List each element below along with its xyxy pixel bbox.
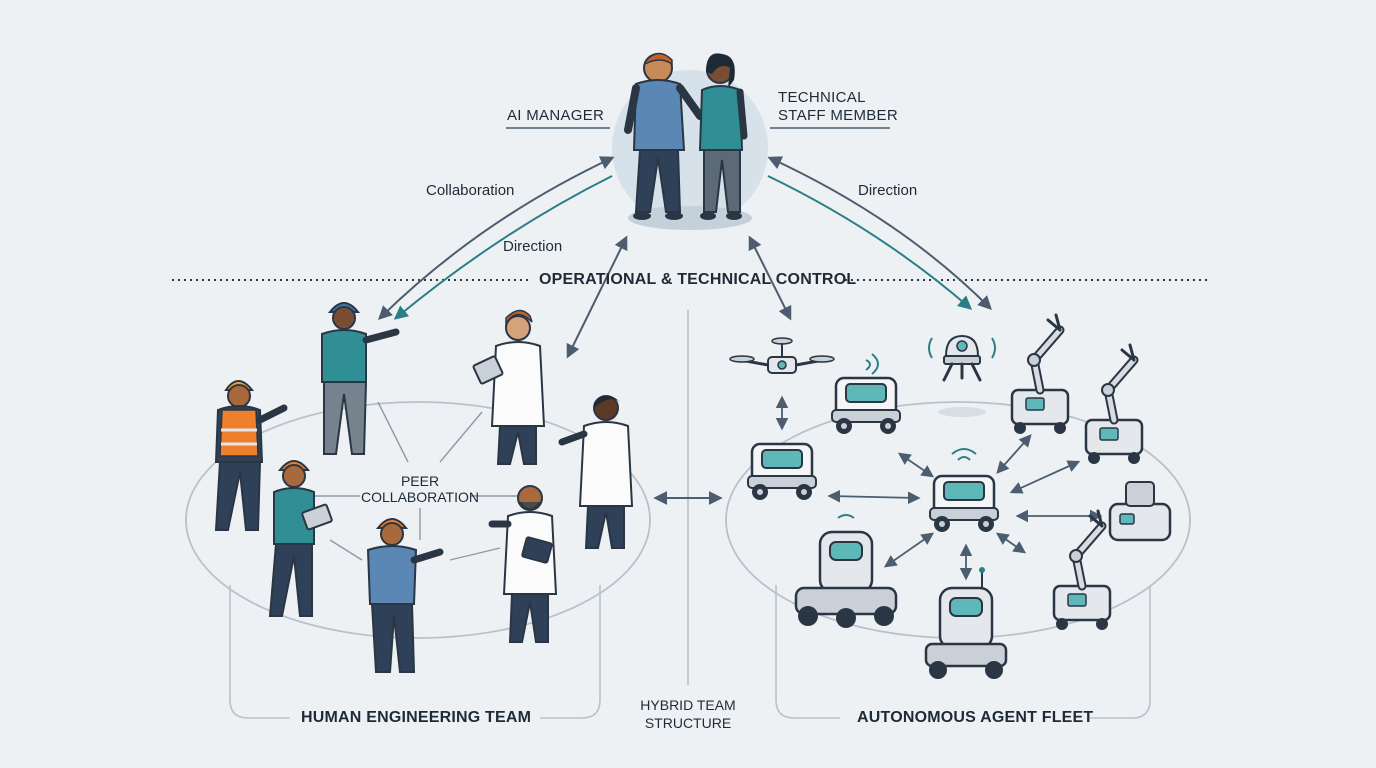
engineer-safety-vest-figure bbox=[214, 380, 288, 531]
engineer-teal-shirt-figure bbox=[321, 302, 400, 455]
tall-robot-bottom-icon bbox=[924, 567, 1008, 679]
control-band-title: OPERATIONAL & TECHNICAL CONTROL bbox=[539, 271, 857, 288]
scientist-lab-coat-figure-2 bbox=[558, 395, 634, 549]
hub-robot-icon bbox=[928, 448, 1000, 534]
agent-fleet-title: AUTONOMOUS AGENT FLEET bbox=[857, 709, 1094, 726]
scientist-lab-coat-figure bbox=[472, 309, 546, 465]
direction-right-label: Direction bbox=[858, 182, 918, 199]
control-arrow-right bbox=[748, 235, 792, 321]
hybrid-structure-line2: STRUCTURE bbox=[644, 715, 732, 731]
human-team-title: HUMAN ENGINEERING TEAM bbox=[301, 709, 532, 726]
technical-staff-figure bbox=[698, 53, 748, 220]
drone-icon bbox=[729, 337, 835, 374]
control-arrow-left bbox=[566, 235, 628, 359]
human-team-people bbox=[214, 302, 634, 673]
rover-robot-left-icon bbox=[746, 442, 818, 502]
hover-robot-icon bbox=[928, 334, 996, 417]
human-team-ellipse bbox=[185, 401, 651, 719]
cube-robot-icon bbox=[1108, 481, 1172, 542]
engineer-tablet-figure bbox=[268, 460, 333, 617]
tall-robot-icon bbox=[794, 514, 898, 628]
robotic-arm-icon-3 bbox=[1054, 511, 1110, 630]
engineer-blue-shirt-figure bbox=[366, 518, 444, 673]
robotic-arm-icon bbox=[1012, 315, 1068, 434]
robotic-arm-icon-2 bbox=[1086, 345, 1142, 464]
collaboration-arrow-left bbox=[377, 156, 615, 320]
agent-fleet-robots bbox=[729, 315, 1172, 679]
hybrid-structure-line1: HYBRID TEAM bbox=[640, 697, 736, 713]
rover-robot-icon bbox=[830, 353, 902, 436]
direction-left-label: Direction bbox=[503, 238, 563, 255]
scientist-bearded-figure bbox=[488, 485, 558, 643]
technical-staff-label-line1: TECHNICAL bbox=[778, 89, 866, 106]
leadership-group bbox=[612, 52, 768, 230]
technical-staff-label-line2: STAFF MEMBER bbox=[778, 107, 898, 124]
ai-manager-figure bbox=[624, 52, 704, 220]
collaboration-label: Collaboration bbox=[426, 182, 515, 199]
peer-collaboration-line2: COLLABORATION bbox=[361, 489, 479, 505]
ai-manager-label: AI MANAGER bbox=[507, 107, 605, 124]
direction-arrow-right bbox=[767, 156, 992, 310]
peer-collaboration-line1: PEER bbox=[400, 473, 440, 489]
